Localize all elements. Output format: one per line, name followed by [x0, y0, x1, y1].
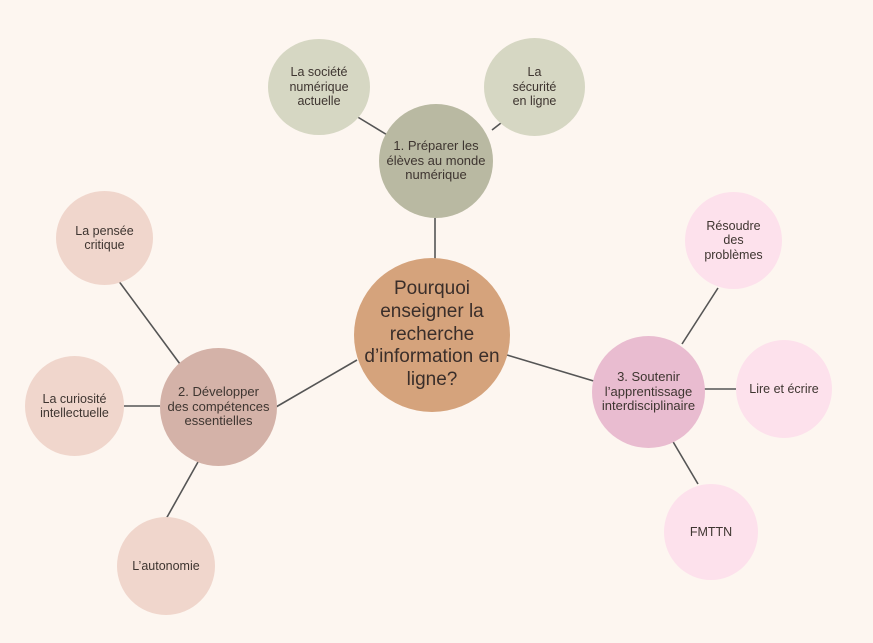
link-center-branch3 [506, 354, 598, 383]
leaf-curiosite-intellectuelle-label: La curiosité intellectuelle [40, 391, 109, 420]
leaf-fmttn-label: FMTTN [689, 524, 733, 539]
branch-3-label: 3. Soutenir l’apprentissage interdiscipl… [601, 368, 696, 414]
link-branch2-pensee [117, 279, 181, 365]
leaf-societe-numerique-label: La société numérique actuelle [289, 65, 349, 109]
branch-2-node: 2. Développer des compétences essentiell… [160, 348, 277, 466]
leaf-lire-ecrire: Lire et écrire [736, 340, 832, 438]
leaf-securite-en-ligne: La sécurité en ligne [484, 38, 585, 136]
link-center-branch2 [275, 359, 358, 408]
leaf-autonomie-label: L’autonomie [132, 558, 200, 573]
branch-1-label: 1. Préparer les élèves au monde numériqu… [386, 137, 486, 183]
leaf-societe-numerique: La société numérique actuelle [268, 39, 370, 135]
leaf-lire-ecrire-label: Lire et écrire [749, 381, 819, 396]
link-branch3-resoudre [681, 287, 719, 345]
leaf-curiosite-intellectuelle: La curiosité intellectuelle [25, 356, 124, 456]
leaf-resoudre-problemes-label: Résoudre des problèmes [704, 218, 763, 262]
leaf-pensee-critique-label: La pensée critique [75, 223, 134, 252]
link-branch3-fmttn [671, 439, 699, 485]
central-topic-label: Pourquoi enseigner la recherche d’inform… [364, 278, 500, 391]
branch-2-label: 2. Développer des compétences essentiell… [167, 383, 270, 429]
leaf-fmttn: FMTTN [664, 484, 758, 580]
leaf-autonomie: L’autonomie [117, 517, 215, 615]
branch-1-node: 1. Préparer les élèves au monde numériqu… [379, 104, 493, 218]
central-topic: Pourquoi enseigner la recherche d’inform… [354, 258, 510, 412]
branch-3-node: 3. Soutenir l’apprentissage interdiscipl… [592, 336, 705, 448]
link-branch1-societe [355, 115, 390, 137]
leaf-resoudre-problemes: Résoudre des problèmes [685, 192, 782, 289]
leaf-securite-en-ligne-label: La sécurité en ligne [512, 65, 557, 109]
leaf-pensee-critique: La pensée critique [56, 191, 153, 285]
link-branch2-autonomie [165, 461, 199, 520]
